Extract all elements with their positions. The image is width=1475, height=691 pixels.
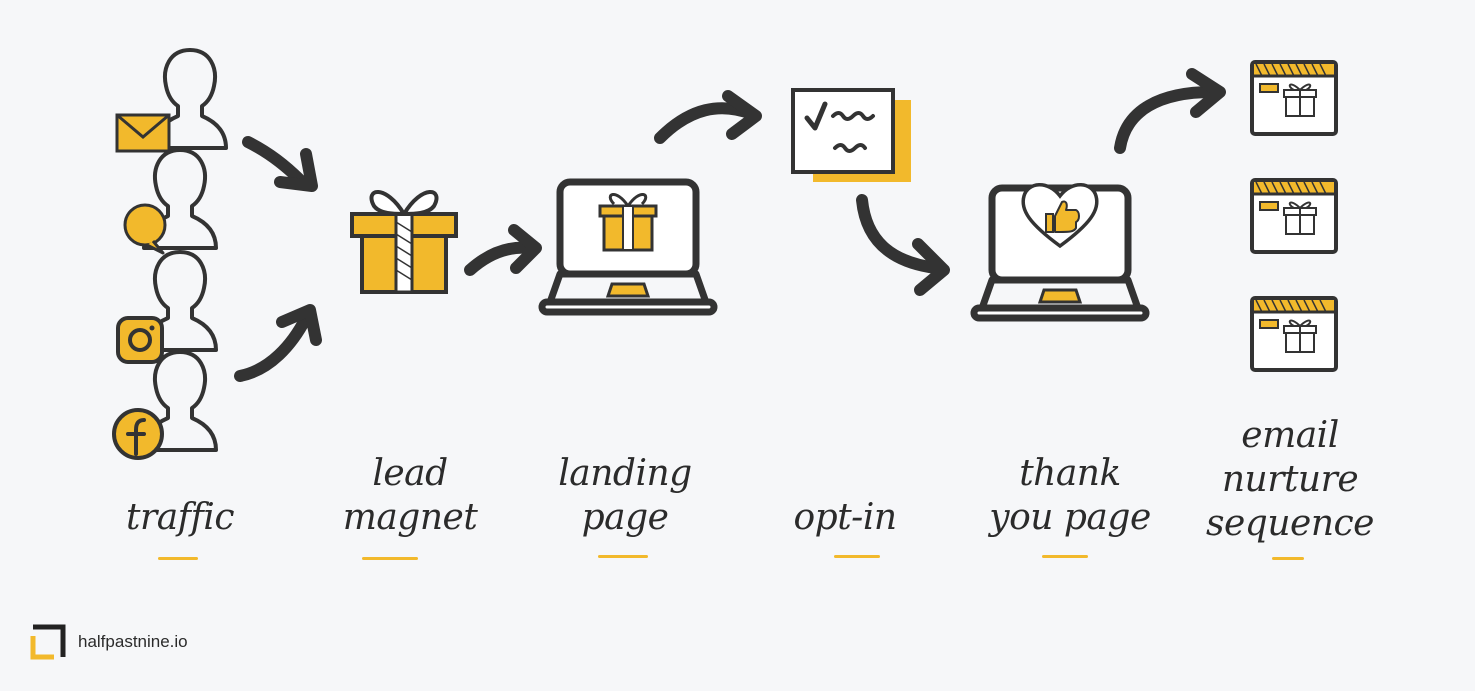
underline-email-nurture-sequence bbox=[1272, 557, 1304, 560]
underline-opt-in bbox=[834, 555, 880, 558]
underline-traffic bbox=[158, 557, 198, 560]
label-opt-in: opt-in bbox=[793, 497, 897, 538]
chat-bubble-icon bbox=[123, 203, 167, 255]
underline-thank-you-page bbox=[1042, 555, 1088, 558]
arrow-icon bbox=[1114, 68, 1226, 154]
instagram-icon bbox=[116, 316, 164, 364]
arrow-icon bbox=[856, 194, 950, 296]
gift-icon bbox=[350, 190, 458, 294]
underline-landing-page bbox=[598, 555, 648, 558]
laptop-icon bbox=[974, 183, 1146, 318]
arrow-icon bbox=[242, 136, 318, 192]
traffic-sources bbox=[112, 48, 228, 460]
email-gift-icon bbox=[1252, 62, 1336, 134]
arrow-icon bbox=[464, 224, 542, 276]
brand-name: halfpastnine.io bbox=[78, 632, 188, 651]
heart-thumbs-up-icon bbox=[1021, 183, 1099, 249]
arrow-icon bbox=[654, 90, 762, 144]
label-traffic: traffic bbox=[126, 497, 234, 538]
email-gift-icon bbox=[1252, 298, 1336, 370]
envelope-icon bbox=[115, 113, 171, 153]
arrow-icon bbox=[234, 304, 322, 382]
facebook-icon bbox=[112, 408, 164, 460]
underline-lead-magnet bbox=[362, 557, 418, 560]
brand-logo-icon bbox=[30, 624, 66, 660]
gift-icon bbox=[598, 193, 658, 252]
laptop-icon bbox=[542, 182, 714, 312]
checklist-form-icon bbox=[791, 88, 911, 182]
brand: halfpastnine.io bbox=[30, 624, 188, 660]
email-gift-icon bbox=[1252, 180, 1336, 252]
